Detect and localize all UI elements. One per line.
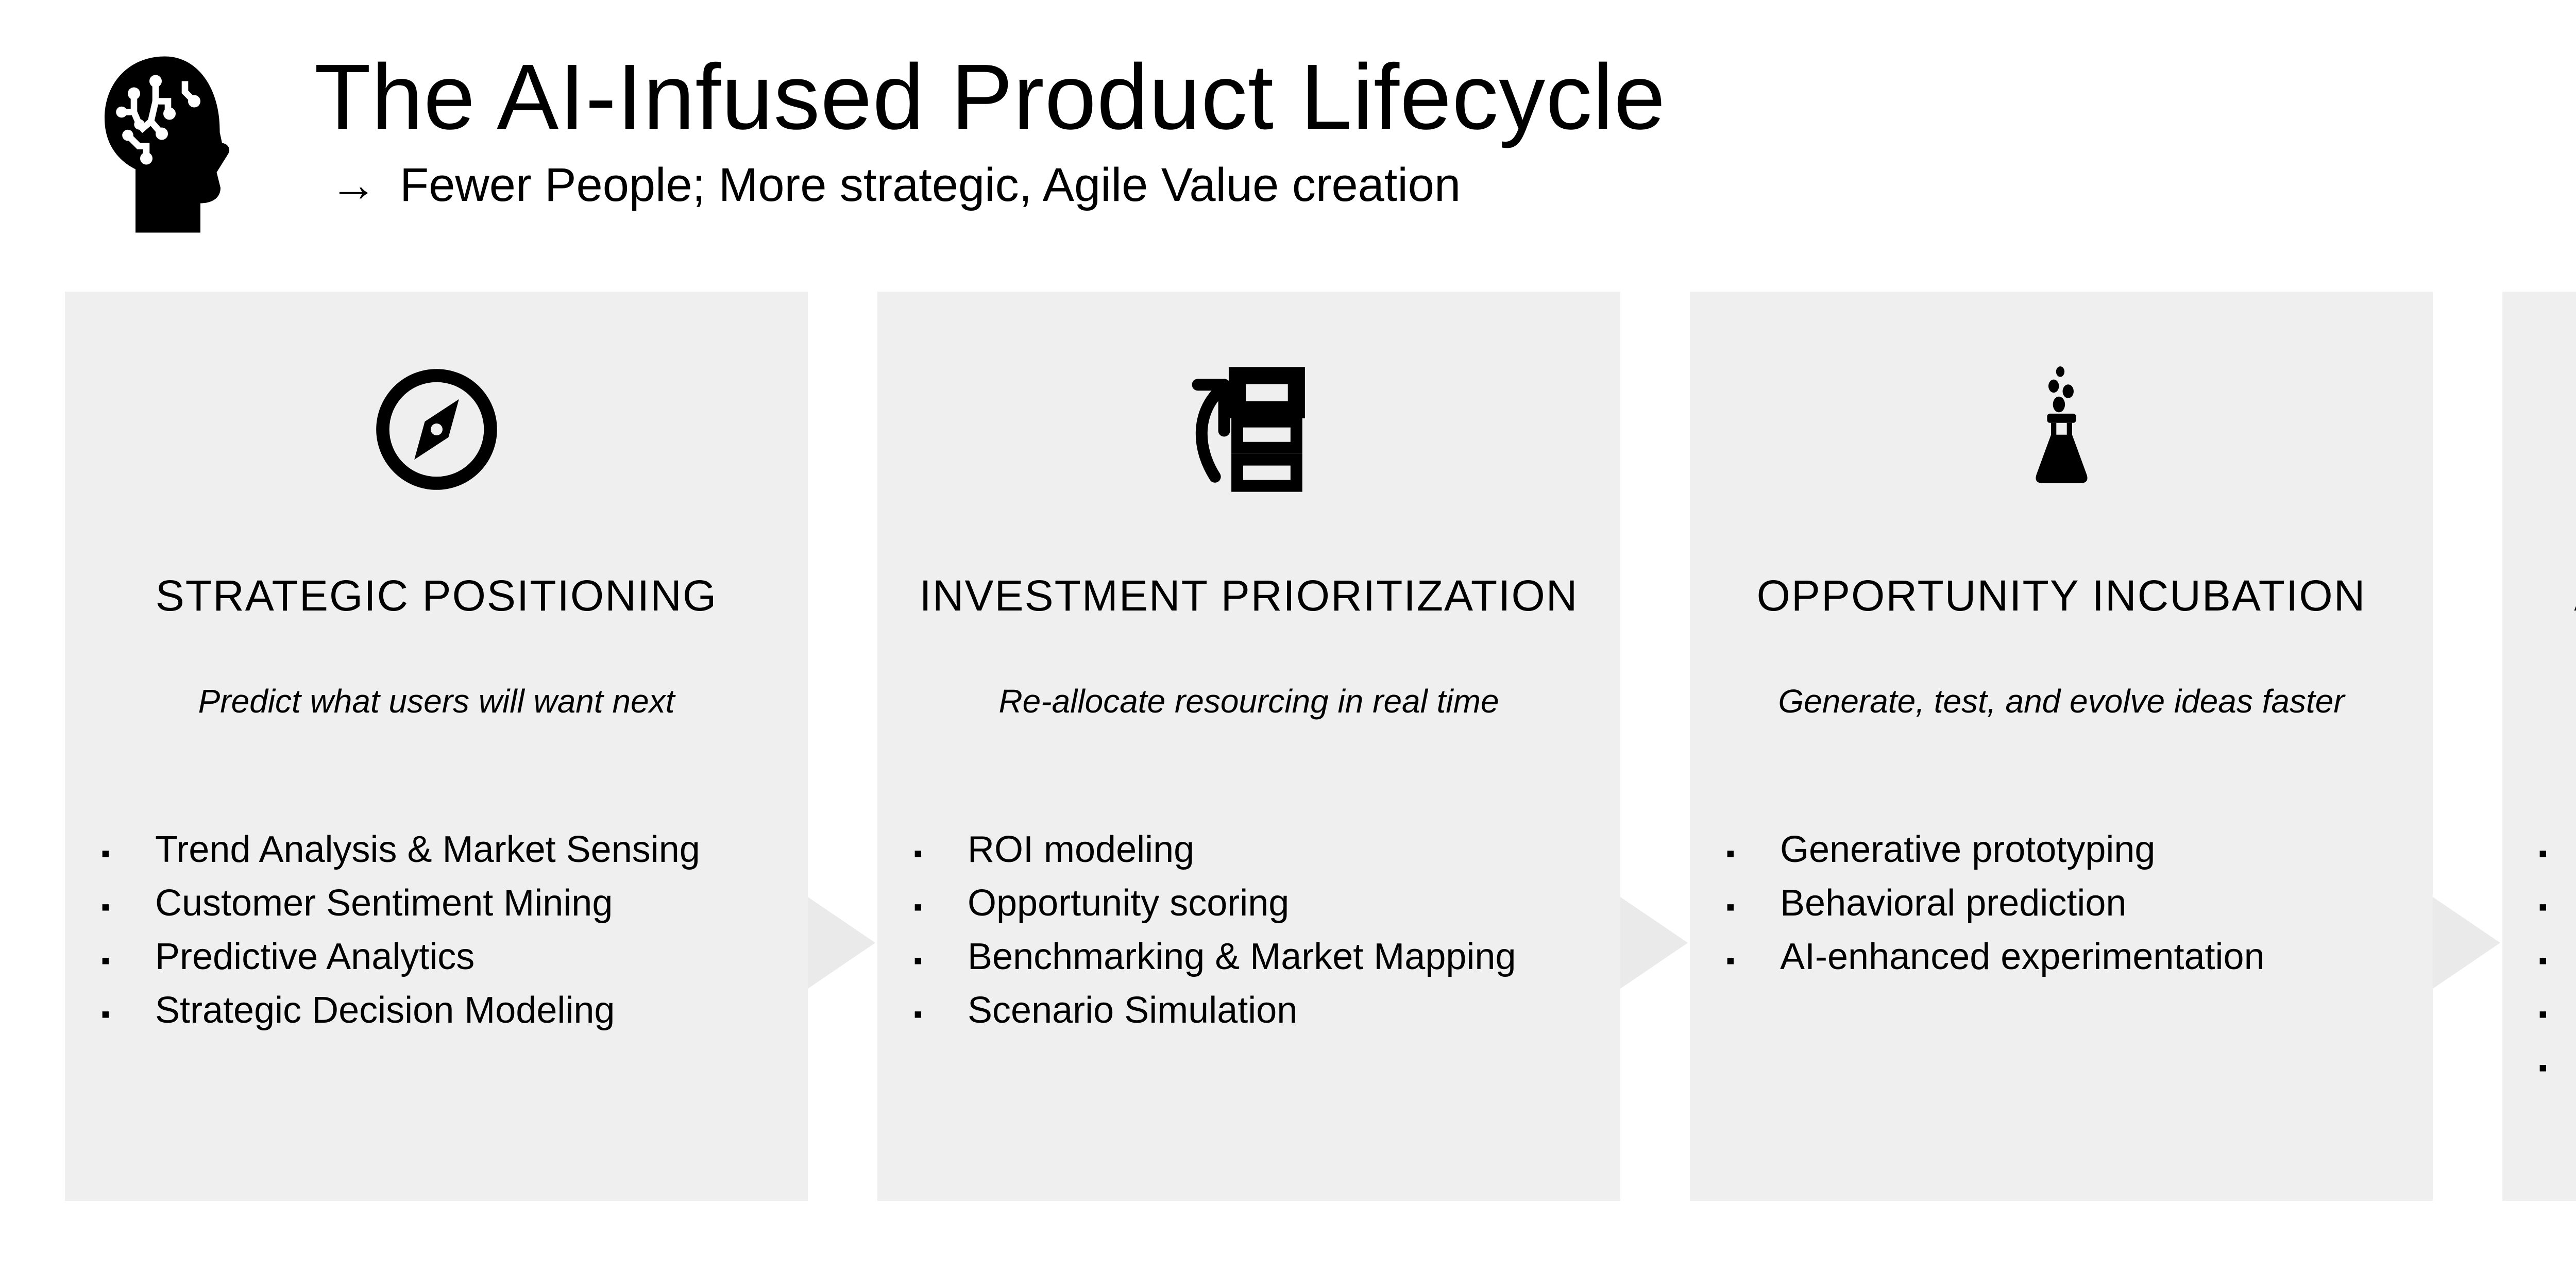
reprioritize-stack-icon bbox=[1192, 367, 1305, 492]
list-item: ▪Automated Testing & QA bbox=[2538, 932, 2576, 986]
bullet-text: Predictive Analytics bbox=[155, 936, 475, 977]
list-item: ▪ Behavioral prediction bbox=[1726, 878, 2418, 932]
bullet-text: Strategic Decision Modeling bbox=[155, 990, 615, 1031]
stage-subtitle: Predict what users will want next bbox=[198, 683, 675, 720]
list-item: ▪AI-assisted coding bbox=[2538, 825, 2576, 878]
bullet-square-icon: ▪ bbox=[913, 892, 923, 921]
list-item: ▪Project Management Automation bbox=[2538, 1039, 2576, 1093]
stage-subtitle: Re-allocate resourcing in real time bbox=[998, 683, 1499, 720]
bullet-text: AI-enhanced experimentation bbox=[1780, 936, 2265, 977]
bullet-text: Trend Analysis & Market Sensing bbox=[155, 829, 700, 870]
stage-bullet-list: ▪ ROI modeling ▪ Opportunity scoring ▪ Benc… bbox=[913, 825, 1606, 1039]
bullet-square-icon: ▪ bbox=[913, 946, 923, 975]
list-item: ▪Intelligent DevOps & Deployment bbox=[2538, 986, 2576, 1039]
stage-icon-wrap bbox=[2502, 364, 2576, 495]
bullet-square-icon: ▪ bbox=[2538, 839, 2548, 868]
bullet-square-icon: ▪ bbox=[101, 892, 110, 921]
stage-title: INVESTMENT PRIORITIZATION bbox=[919, 571, 1579, 620]
list-item: ▪ Predictive Analytics bbox=[101, 932, 793, 986]
flask-icon bbox=[2035, 366, 2088, 484]
page-title: The AI-Infused Product Lifecycle bbox=[314, 45, 1666, 149]
header: The AI-Infused Product Lifecycle → Fewer… bbox=[314, 45, 1666, 213]
page-subtitle: → Fewer People; More strategic, Agile Va… bbox=[330, 157, 1666, 213]
bullet-square-icon: ▪ bbox=[101, 999, 110, 1028]
stage-icon-wrap bbox=[1690, 364, 2433, 495]
bullet-text: Scenario Simulation bbox=[968, 990, 1298, 1031]
bullet-square-icon: ▪ bbox=[2538, 1053, 2548, 1082]
arrow-right-icon: → bbox=[330, 158, 377, 211]
list-item: ▪ Benchmarking & Market Mapping bbox=[913, 932, 1606, 986]
flow-arrow-icon bbox=[808, 897, 875, 989]
stage-card-opportunity-incubation: OPPORTUNITY INCUBATION Generate, test, a… bbox=[1690, 292, 2433, 1201]
stage-icon-wrap bbox=[877, 364, 1620, 495]
stage-card-investment-prioritization: INVESTMENT PRIORITIZATION Re-allocate re… bbox=[877, 292, 1620, 1201]
bullet-square-icon: ▪ bbox=[2538, 892, 2548, 921]
stage-title: AUTONOMOUS EXECUTION bbox=[2502, 570, 2576, 621]
stage-subtitle: Generate, test, and evolve ideas faster bbox=[1778, 683, 2345, 720]
list-item: ▪ Strategic Decision Modeling bbox=[101, 986, 793, 1039]
bullet-square-icon: ▪ bbox=[913, 999, 923, 1028]
list-item: ▪ ROI modeling bbox=[913, 825, 1606, 878]
flow-arrow-icon bbox=[2433, 897, 2500, 989]
bullet-text: Benchmarking & Market Mapping bbox=[968, 936, 1516, 977]
stage-card-autonomous-execution: AUTONOMOUS EXECUTION Build Faster than e… bbox=[2502, 292, 2576, 1201]
stage-card-strategic-positioning: STRATEGIC POSITIONING Predict what users… bbox=[65, 292, 808, 1201]
bullet-square-icon: ▪ bbox=[101, 946, 110, 975]
list-item: ▪ Opportunity scoring bbox=[913, 878, 1606, 932]
compass-icon bbox=[376, 369, 497, 490]
list-item: ▪ Scenario Simulation bbox=[913, 986, 1606, 1039]
bullet-text: Opportunity scoring bbox=[968, 883, 1290, 924]
list-item: ▪Low-code / No-code tools bbox=[2538, 878, 2576, 932]
bullet-square-icon: ▪ bbox=[1726, 892, 1735, 921]
list-item: ▪ Customer Sentiment Mining bbox=[101, 878, 793, 932]
bullet-text: Generative prototyping bbox=[1780, 829, 2156, 870]
flow-arrow-icon bbox=[1620, 897, 1688, 989]
bullet-text: ROI modeling bbox=[968, 829, 1195, 870]
stage-icon-wrap bbox=[65, 364, 808, 495]
stage-bullet-list: ▪ Trend Analysis & Market Sensing ▪ Custom… bbox=[101, 825, 793, 1039]
bullet-square-icon: ▪ bbox=[101, 839, 110, 868]
bullet-square-icon: ▪ bbox=[2538, 946, 2548, 975]
stage-title: OPPORTUNITY INCUBATION bbox=[1756, 571, 2366, 620]
bullet-square-icon: ▪ bbox=[1726, 839, 1735, 868]
stage-bullet-list: ▪ Generative prototyping ▪ Behavioral pred… bbox=[1726, 825, 2418, 986]
bullet-square-icon: ▪ bbox=[2538, 999, 2548, 1028]
bullet-text: Behavioral prediction bbox=[1780, 883, 2127, 924]
bullet-square-icon: ▪ bbox=[913, 839, 923, 868]
list-item: ▪ AI-enhanced experimentation bbox=[1726, 932, 2418, 986]
stage-bullet-list: ▪AI-assisted coding ▪Low-code / No-code … bbox=[2538, 825, 2576, 1093]
stage-title: STRATEGIC POSITIONING bbox=[155, 571, 718, 620]
bullet-text: Customer Sentiment Mining bbox=[155, 883, 613, 924]
list-item: ▪ Trend Analysis & Market Sensing bbox=[101, 825, 793, 878]
stage-subtitle: Build Faster than ever before bbox=[2502, 681, 2576, 722]
list-item: ▪ Generative prototyping bbox=[1726, 825, 2418, 878]
ai-head-icon bbox=[105, 56, 230, 233]
page-subtitle-text: Fewer People; More strategic, Agile Valu… bbox=[400, 158, 1461, 211]
bullet-square-icon: ▪ bbox=[1726, 946, 1735, 975]
